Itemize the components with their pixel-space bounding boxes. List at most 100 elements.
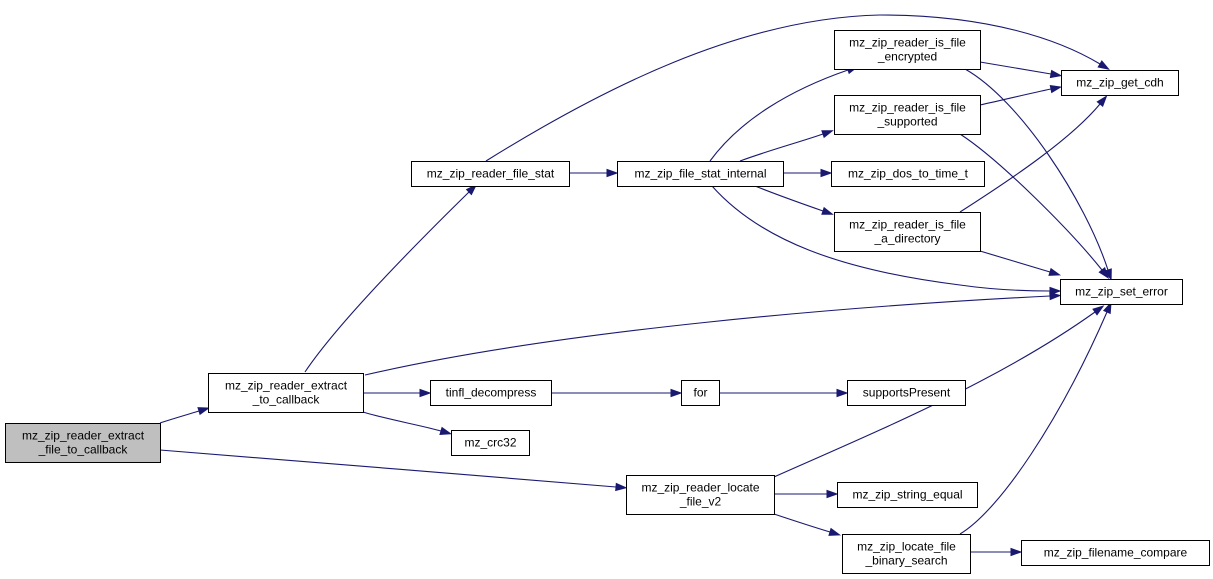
edge-arrowhead: [1049, 85, 1063, 94]
node-label: mz_zip_set_error: [1075, 285, 1168, 299]
edge-line: [979, 88, 1052, 106]
node-label: mz_zip_filename_compare: [1044, 546, 1188, 560]
edge-line: [711, 185, 1051, 292]
edge-arrowhead: [820, 168, 833, 178]
node-box: [842, 534, 971, 574]
node-label: _binary_search: [864, 554, 947, 568]
edge-arrowhead: [821, 130, 834, 139]
node-box: [834, 95, 981, 135]
edge-binary_search-to-filename_compare: [970, 547, 1023, 557]
node-box: [411, 161, 570, 187]
edge-arrowhead: [1048, 267, 1062, 276]
node-dos-time[interactable]: mz_zip_dos_to_time_t: [831, 161, 985, 187]
edge-binary_search-to-set_error: [959, 301, 1112, 535]
edge-line: [959, 133, 1103, 271]
edge-arrowhead: [828, 527, 842, 536]
node-box: [834, 212, 981, 252]
edge-line: [359, 410, 442, 432]
edge-extract_cb-to-file_stat: [304, 183, 478, 373]
edge-line: [773, 513, 831, 533]
node-label: mz_zip_dos_to_time_t: [848, 167, 969, 181]
node-crc32[interactable]: mz_crc32: [451, 430, 530, 456]
edge-arrowhead: [1049, 69, 1063, 79]
edge-arrowhead: [1092, 305, 1105, 316]
node-label: mz_zip_get_cdh: [1076, 76, 1163, 90]
node-label: mz_zip_reader_file_stat: [427, 167, 555, 181]
node-stat-internal[interactable]: mz_zip_file_stat_internal: [617, 161, 784, 187]
edge-tinfl-to-for: [551, 388, 683, 398]
edge-line: [959, 103, 1101, 213]
edge-line: [979, 250, 1051, 273]
node-root[interactable]: mz_zip_reader_extract_file_to_callback: [5, 423, 161, 463]
edge-stat_internal-to-a_directory: [754, 185, 834, 215]
edge-arrowhead: [606, 168, 619, 178]
node-box: [5, 423, 161, 463]
node-binary-search[interactable]: mz_zip_locate_file_binary_search: [842, 534, 971, 574]
node-label: tinfl_decompress: [446, 386, 537, 400]
node-box: [847, 380, 966, 406]
edge-locate_v2-to-string_equal: [774, 489, 839, 499]
node-label: mz_zip_reader_is_file: [849, 36, 966, 50]
node-label: _supported: [876, 115, 937, 129]
node-set-error[interactable]: mz_zip_set_error: [1060, 279, 1183, 305]
edge-arrowhead: [1098, 266, 1110, 279]
node-supports[interactable]: supportsPresent: [847, 380, 966, 406]
node-box: [626, 475, 775, 515]
node-box: [208, 373, 364, 413]
edge-line: [485, 14, 1101, 162]
edge-root-to-locate_v2: [159, 449, 628, 492]
edge-arrowhead: [1097, 60, 1110, 70]
node-label: _a_directory: [873, 232, 940, 246]
edge-file_stat-to-get_cdh: [485, 14, 1110, 162]
edge-arrowhead: [615, 482, 628, 492]
edge-stat_internal-to-dos_time: [783, 168, 833, 178]
node-box: [430, 380, 552, 406]
edge-encrypted-to-set_error: [964, 68, 1112, 281]
edge-a_directory-to-set_error: [979, 250, 1062, 276]
node-encrypted[interactable]: mz_zip_reader_is_file_encrypted: [834, 30, 981, 70]
node-extract-cb[interactable]: mz_zip_reader_extract_to_callback: [208, 373, 364, 413]
node-box: [617, 161, 784, 187]
node-label: mz_zip_reader_is_file: [849, 218, 966, 232]
edge-supported-to-set_error: [959, 133, 1110, 279]
edge-arrowhead: [821, 206, 834, 215]
node-box: [1021, 540, 1210, 566]
node-box: [451, 430, 530, 456]
edge-line: [159, 449, 617, 488]
edge-stat_internal-to-supported: [739, 130, 834, 162]
node-box: [1060, 279, 1183, 305]
node-label: mz_zip_file_stat_internal: [634, 167, 766, 181]
node-a-directory[interactable]: mz_zip_reader_is_file_a_directory: [834, 212, 981, 252]
node-box: [831, 161, 985, 187]
node-label: mz_zip_reader_is_file: [849, 101, 966, 115]
edge-line: [979, 61, 1052, 75]
edge-extract_cb-to-tinfl: [363, 388, 432, 398]
edge-arrowhead: [1049, 286, 1062, 296]
node-string-equal[interactable]: mz_zip_string_equal: [837, 482, 978, 508]
edge-supported-to-get_cdh: [979, 85, 1063, 106]
node-tinfl[interactable]: tinfl_decompress: [430, 380, 552, 406]
edge-arrowhead: [670, 388, 683, 398]
node-supported[interactable]: mz_zip_reader_is_file_supported: [834, 95, 981, 135]
edge-arrowhead: [826, 489, 839, 499]
edge-arrowhead: [1102, 301, 1112, 315]
node-locate-v2[interactable]: mz_zip_reader_locate_file_v2: [626, 475, 775, 515]
edge-arrowhead: [465, 183, 478, 196]
node-box: [834, 30, 981, 70]
node-for[interactable]: for: [681, 380, 720, 406]
node-get-cdh[interactable]: mz_zip_get_cdh: [1061, 70, 1179, 96]
node-file-stat[interactable]: mz_zip_reader_file_stat: [411, 161, 570, 187]
node-label: mz_zip_string_equal: [852, 488, 962, 502]
edge-root-to-extract_cb: [159, 407, 211, 424]
edge-line: [364, 295, 1051, 376]
edge-file_stat-to-stat_internal: [569, 168, 619, 178]
node-label: mz_zip_locate_file: [857, 540, 956, 554]
node-box: [1061, 70, 1179, 96]
node-filename-compare[interactable]: mz_zip_filename_compare: [1021, 540, 1210, 566]
nodes-layer: mz_zip_reader_extract_file_to_callbackmz…: [5, 30, 1210, 574]
edge-arrowhead: [1049, 291, 1062, 301]
edge-line: [304, 191, 470, 373]
node-label: for: [693, 386, 707, 400]
edge-encrypted-to-get_cdh: [979, 61, 1063, 79]
